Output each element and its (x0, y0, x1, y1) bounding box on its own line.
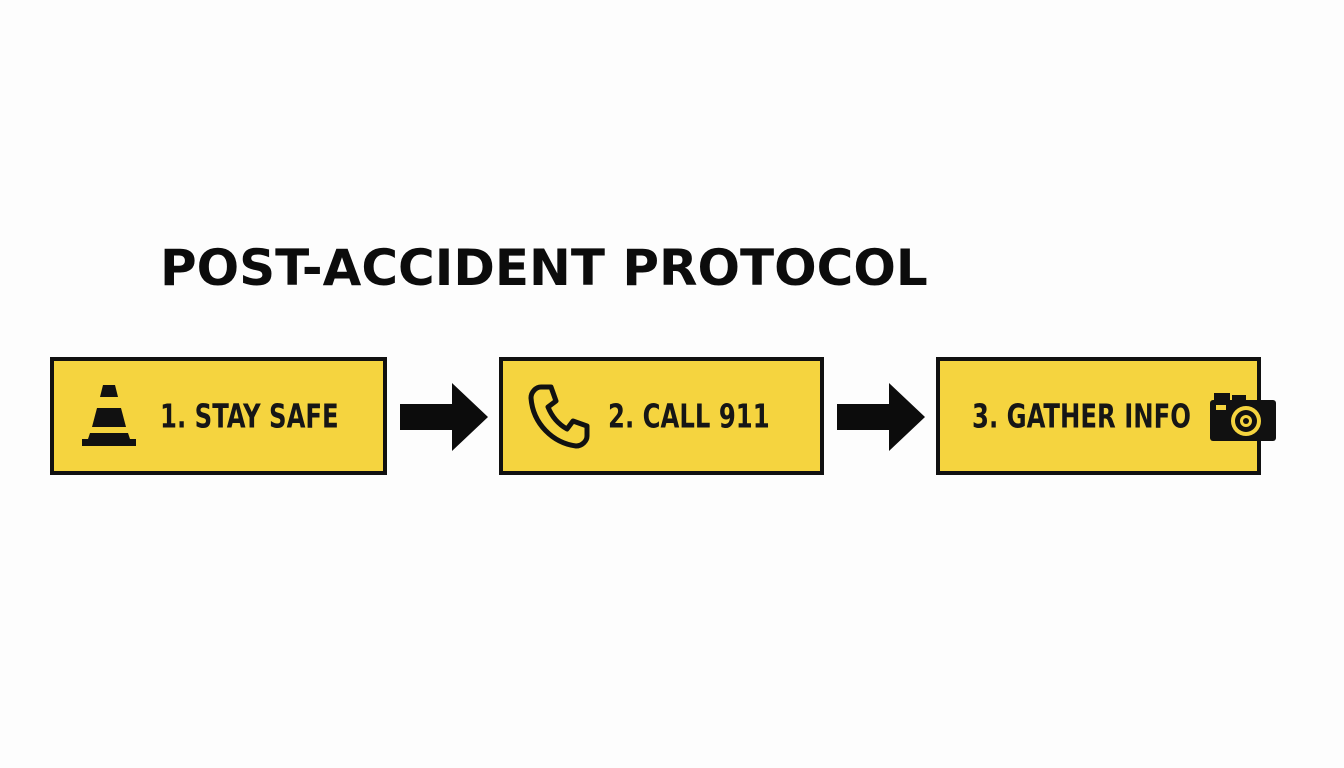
step-label: 3. GATHER INFO (972, 396, 1191, 436)
traffic-cone-icon (82, 385, 136, 446)
page-title: POST-ACCIDENT PROTOCOL (160, 239, 928, 297)
step-label: 1. STAY SAFE (160, 396, 339, 436)
arrow-right-icon (400, 383, 488, 451)
step-box-gather-info: 3. GATHER INFO (936, 357, 1276, 475)
step-box-call-911: 2. CALL 911 (499, 357, 824, 475)
step-box-stay-safe: 1. STAY SAFE (50, 357, 387, 475)
step-label: 2. CALL 911 (608, 396, 770, 436)
phone-icon (528, 384, 590, 449)
camera-icon (1210, 393, 1276, 441)
arrow-right-icon (837, 383, 925, 451)
